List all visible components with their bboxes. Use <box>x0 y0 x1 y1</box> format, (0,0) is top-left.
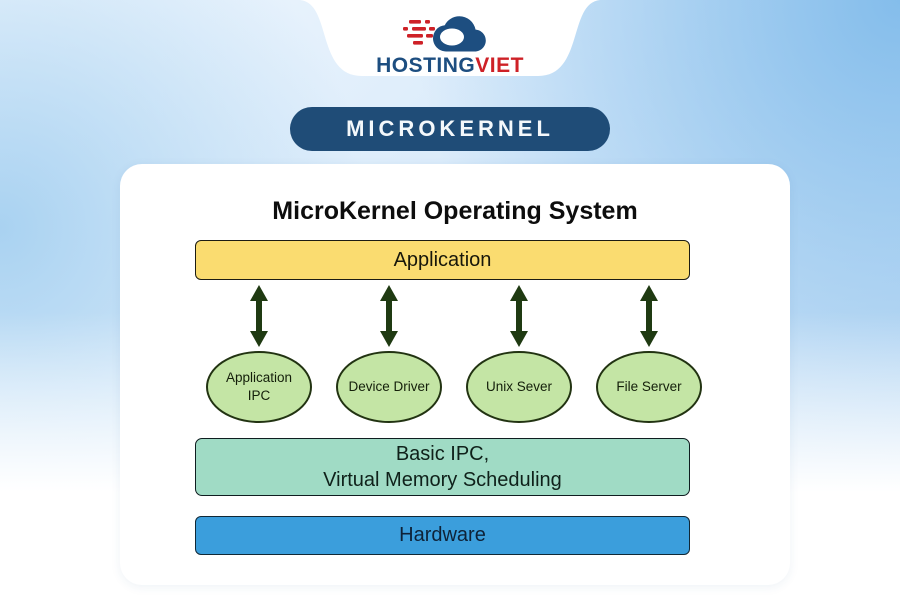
hardware-layer: Hardware <box>195 516 690 555</box>
service-ellipse-device-driver: Device Driver <box>336 351 442 423</box>
brand-logo-text: HOSTINGVIET <box>300 54 600 78</box>
brand-logo-text-secondary: VIET <box>475 54 524 77</box>
service-ellipse-application-ipc: Application IPC <box>206 351 312 423</box>
double-arrow-icon <box>510 285 528 347</box>
application-layer-label: Application <box>393 248 492 271</box>
service-label: Application <box>225 370 293 386</box>
microkernel-banner: MICROKERNEL <box>290 107 610 151</box>
service-ellipse-file-server: File Server <box>596 351 702 423</box>
diagram-card: MicroKernel Operating System Application… <box>120 164 790 585</box>
speed-lines-icon <box>403 20 435 45</box>
service-label: File Server <box>616 379 682 395</box>
service-label: Unix Sever <box>485 379 553 395</box>
brand-logo: HOSTINGVIET <box>300 0 600 88</box>
double-arrow-icon <box>640 285 658 347</box>
service-ellipse-unix-sever: Unix Sever <box>466 351 572 423</box>
double-arrow-icon <box>250 285 268 347</box>
service-label: Device Driver <box>348 379 430 395</box>
kernel-layer: Basic IPC, Virtual Memory Scheduling <box>195 438 690 496</box>
kernel-layer-line1: Basic IPC, <box>395 443 490 465</box>
cloud-icon <box>403 16 486 52</box>
application-layer: Application <box>195 240 690 280</box>
kernel-layer-line2: Virtual Memory Scheduling <box>323 469 562 491</box>
diagram-title: MicroKernel Operating System <box>272 197 638 225</box>
service-label-line2: IPC <box>247 388 271 403</box>
brand-logo-text-primary: HOSTING <box>376 54 476 77</box>
double-arrow-icon <box>380 285 398 347</box>
hardware-layer-label: Hardware <box>399 524 486 546</box>
microkernel-banner-label: MICROKERNEL <box>346 116 554 141</box>
